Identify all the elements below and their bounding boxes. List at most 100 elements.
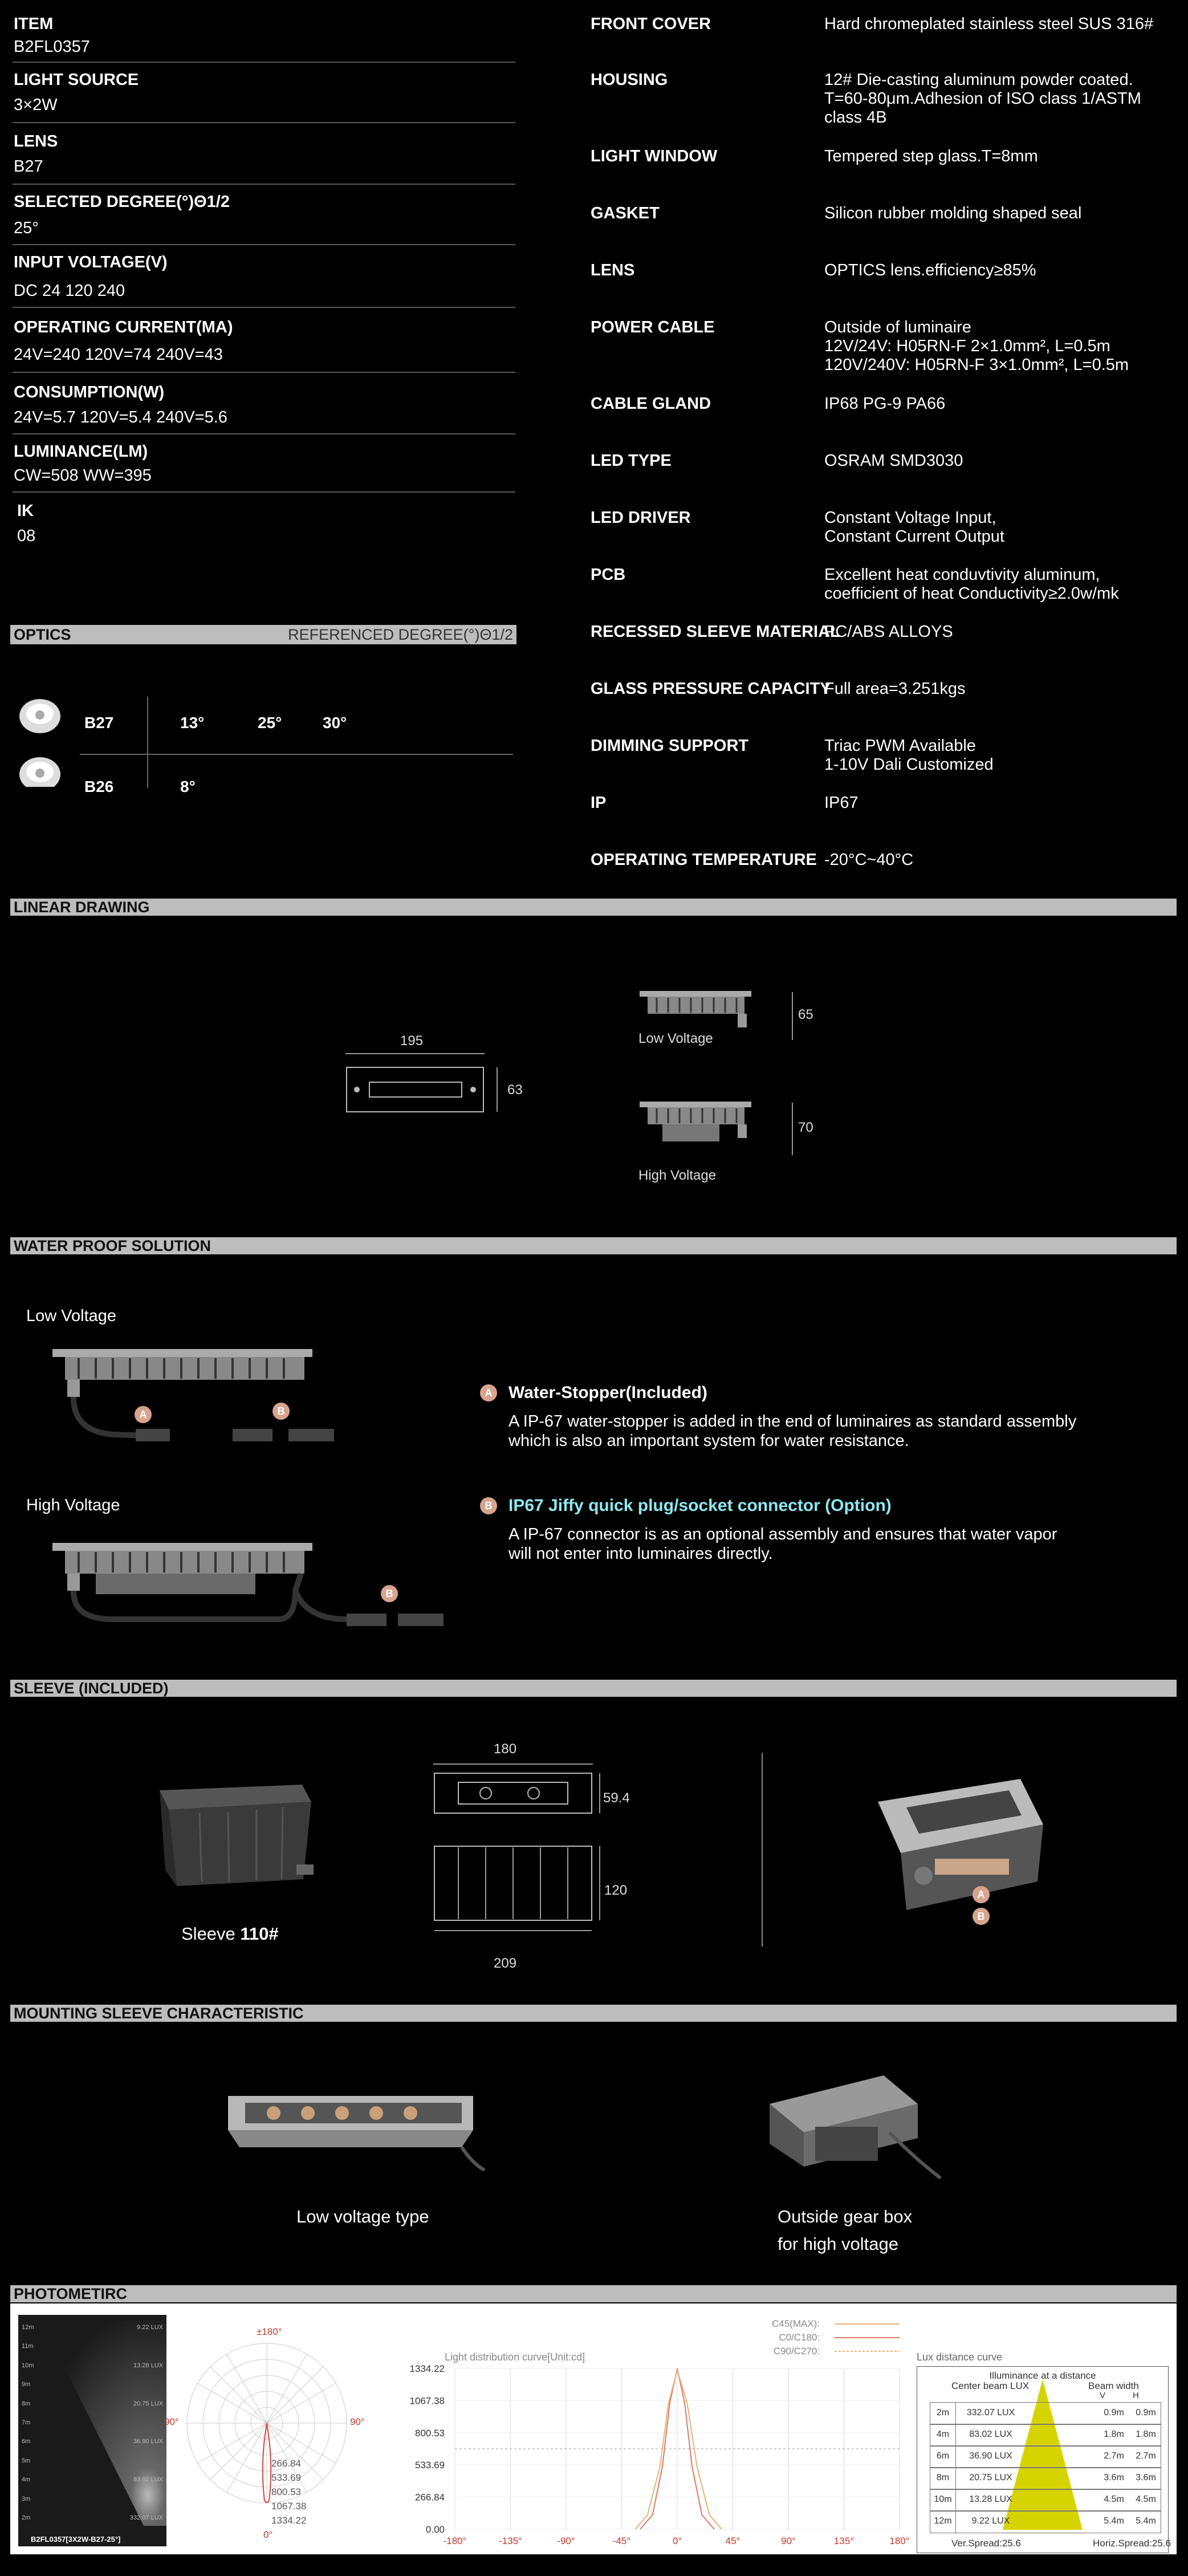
param-label: LENS <box>14 132 58 151</box>
beam-distance: 2m <box>22 2514 31 2522</box>
beam-distance: 3m <box>22 2495 31 2502</box>
param-label: LUMINANCE(LM) <box>14 442 148 461</box>
lux-cell-h: 2.7m <box>1136 2451 1156 2461</box>
sleeve-title: SLEEVE (INCLUDED) <box>14 1680 169 1697</box>
optics-title: OPTICS <box>14 626 71 643</box>
marker-b-legend: B <box>480 1497 497 1514</box>
param-value: B27 <box>14 157 43 176</box>
x-tick-label: 180° <box>889 2536 909 2546</box>
lens-icon <box>19 699 60 787</box>
param-label: OPERATING CURRENT(MA) <box>14 318 233 336</box>
ver-spread: Ver.Spread:25.6 <box>951 2538 1021 2549</box>
spec-value: Tempered step glass.T=8mm <box>824 147 1038 165</box>
optics-bar: OPTICS REFERENCED DEGREE(°)Θ1/2 <box>10 625 516 644</box>
gear-box-caption-1: Outside gear box <box>778 2207 913 2226</box>
spec-label: LED TYPE <box>591 452 672 470</box>
water-stopper-title: Water-Stopper(Included) <box>508 1383 707 1402</box>
sleeve-photo <box>160 1785 314 1886</box>
spec-label: RECESSED SLEEVE MATERIAL <box>591 623 840 641</box>
series-line <box>634 2368 722 2530</box>
x-tick-label: 90° <box>781 2536 796 2546</box>
optic-degree: 13° <box>180 714 205 732</box>
lux-head-2: Center beam LUX <box>951 2380 1030 2391</box>
spec-value: Excellent heat conduvtivity aluminum, co… <box>824 566 1119 603</box>
lux-table-box: Illuminance at a distance Center beam LU… <box>917 2366 1171 2553</box>
lux-cell-d: 12m <box>934 2516 952 2526</box>
lux-title: Lux distance curve <box>917 2351 1003 2363</box>
spec-value: Triac PWM Available 1-10V Dali Customize… <box>824 737 994 774</box>
spec-value: Silicon rubber molding shaped seal <box>824 204 1082 222</box>
high-voltage-drawing <box>640 1102 793 1155</box>
beam-distance: 6m <box>22 2438 31 2445</box>
spec-label: HOUSING <box>591 71 668 89</box>
lux-cell-lux: 332.07 LUX <box>966 2408 1015 2417</box>
gear-box-mount-photo <box>770 2075 942 2180</box>
mounting-bar: MOUNTING SLEEVE CHARACTERISTIC <box>10 2005 1177 2022</box>
curve-title: Light distribution curve[Unit:cd] <box>445 2351 585 2363</box>
connector-title: IP67 Jiffy quick plug/socket connector (… <box>508 1496 892 1515</box>
low-voltage-label: Low Voltage <box>638 1031 713 1046</box>
polar-ring-value: 1067.38 <box>271 2501 307 2512</box>
x-tick-label: -90° <box>557 2536 575 2546</box>
beam-product-label: B2FL0357[3X2W-B27-25°] <box>31 2535 121 2544</box>
spec-label: FRONT COVER <box>591 15 711 33</box>
y-tick-label: 1334.22 <box>410 2363 445 2374</box>
dim-front-width: 195 <box>400 1033 424 1049</box>
gear-box-caption-2: for high voltage <box>778 2234 898 2254</box>
beam-distance: 5m <box>22 2457 31 2464</box>
spec-value: IP68 PG-9 PA66 <box>824 395 946 413</box>
param-value: DC 24 120 240 <box>14 282 125 300</box>
x-tick-label: 45° <box>726 2536 741 2546</box>
high-voltage-label: High Voltage <box>638 1168 717 1183</box>
lux-cell-lux: 20.75 LUX <box>969 2473 1012 2482</box>
legend-c0: C0/C180: <box>779 2332 820 2343</box>
spec-label: GLASS PRESSURE CAPACITY <box>591 680 831 698</box>
lens-name: B27 <box>84 714 114 732</box>
distribution-curve-chart: -180°-135°-90°-45°0°45°90°135°180°0.0026… <box>410 2363 910 2546</box>
lux-h-head: H <box>1133 2391 1139 2400</box>
low-voltage-mount-photo <box>228 2096 486 2172</box>
low-voltage-caption: Low voltage type <box>296 2207 429 2226</box>
optic-degree: 25° <box>258 714 282 732</box>
param-value: 25° <box>14 219 39 237</box>
lux-cell-d: 8m <box>936 2473 950 2482</box>
optics-subtitle: REFERENCED DEGREE(°)Θ1/2 <box>288 626 513 643</box>
marker-a-legend: A <box>480 1384 497 1401</box>
low-voltage-waterproof-diagram <box>52 1349 334 1441</box>
spec-label: LIGHT WINDOW <box>591 147 718 165</box>
mounting-title: MOUNTING SLEEVE CHARACTERISTIC <box>14 2005 304 2022</box>
spec-value: 12# Die-casting aluminum powder coated. … <box>824 71 1141 127</box>
x-tick-label: 0° <box>673 2536 682 2546</box>
dim-sleeve-top-height: 59.4 <box>603 1790 630 1806</box>
photometric-bar: PHOTOMETIRC <box>10 2285 1177 2302</box>
lux-cell-v: 0.9m <box>1104 2408 1124 2417</box>
sleeve-caption: Sleeve <box>181 1924 241 1944</box>
water-stopper-text: A IP-67 water-stopper is added in the en… <box>508 1412 1077 1450</box>
beam-lux: 332.07 LUX <box>129 2514 163 2521</box>
photometric-title: PHOTOMETIRC <box>14 2285 128 2302</box>
lux-cell-h: 4.5m <box>1136 2494 1156 2504</box>
dim-sleeve-bottom-width: 209 <box>494 1956 517 1971</box>
param-label: SELECTED DEGREE(°)Θ1/2 <box>14 193 230 211</box>
low-voltage-drawing <box>640 991 793 1040</box>
beam-lux: 36.90 LUX <box>133 2438 163 2445</box>
lux-cell-d: 4m <box>936 2429 950 2439</box>
beam-distance: 10m <box>22 2362 34 2369</box>
lux-cell-d: 2m <box>936 2408 950 2417</box>
waterproof-bar: WATER PROOF SOLUTION <box>10 1237 1177 1254</box>
beam-lux: 9.22 LUX <box>137 2324 163 2331</box>
beam-cone <box>41 2321 166 2526</box>
legend-c45: C45(MAX): <box>772 2318 820 2329</box>
param-value: CW=508 WW=395 <box>14 466 152 485</box>
lux-cell-v: 1.8m <box>1104 2429 1124 2439</box>
spec-label: LED DRIVER <box>591 509 691 527</box>
dim-front-height: 63 <box>507 1082 523 1098</box>
spec-value: Full area=3.251kgs <box>824 680 966 698</box>
lux-cell-lux: 13.28 LUX <box>969 2494 1012 2504</box>
y-tick-label: 533.69 <box>415 2460 445 2471</box>
lux-cell-d: 10m <box>934 2494 952 2504</box>
spec-label: CABLE GLAND <box>591 395 711 413</box>
y-tick-label: 800.53 <box>415 2428 445 2439</box>
param-value: B2FL0357 <box>14 38 90 56</box>
